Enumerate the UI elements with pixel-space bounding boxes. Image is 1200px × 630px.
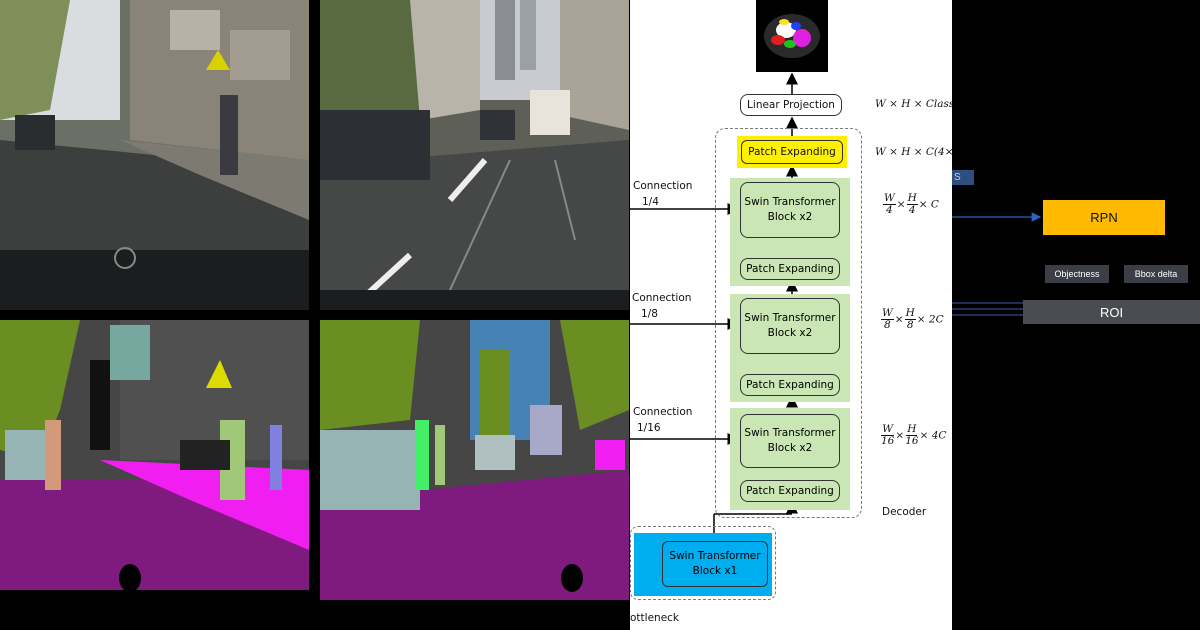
swin-block-line2: Block x1 <box>692 565 738 577</box>
connection-label-2-line2: 1/8 <box>641 308 658 320</box>
connection-label-1: Connection 1/4 <box>633 178 692 210</box>
dim-stage-1-c: × C <box>918 198 939 211</box>
street-photo-left <box>0 0 309 310</box>
connection-label-2: Connection 1/8 <box>632 290 691 322</box>
times: × <box>894 313 904 326</box>
patch-expanding-4x-box: Patch Expanding <box>737 136 847 168</box>
bbox-delta-box: Bbox delta <box>1124 265 1188 283</box>
linear-projection-box: Linear Projection <box>740 94 842 116</box>
bottleneck-outline <box>630 526 776 600</box>
cropped-label-tag: S <box>952 170 974 185</box>
swin-block-line1: Swin Transformer <box>744 312 836 324</box>
dim-stage-1-hd: 4 <box>908 204 916 216</box>
segmentation-map-left <box>0 320 309 630</box>
connection-label-3-line2: 1/16 <box>637 422 661 434</box>
connection-label-1-line2: 1/4 <box>642 196 659 208</box>
dim-stage-2-c: × 2C <box>916 313 944 326</box>
dim-stage-3-w: W <box>881 423 895 436</box>
swin-unet-decoder-diagram: Linear Projection Patch Expanding Swin T… <box>630 0 952 630</box>
times: × <box>895 429 905 442</box>
swin-block-line2: Block x2 <box>767 211 813 223</box>
pipeline-lines <box>952 212 1042 316</box>
swin-block-line1: Swin Transformer <box>669 550 761 562</box>
swin-block-line2: Block x2 <box>767 442 813 454</box>
patch-expanding-stage-2: Patch Expanding <box>740 374 840 396</box>
connection-label-3: Connection 1/16 <box>633 404 692 436</box>
connection-label-3-line1: Connection <box>633 406 693 418</box>
segmentation-map-right <box>320 320 629 630</box>
roi-box: ROI <box>1023 300 1200 324</box>
dim-stage-2-wd: 8 <box>884 319 891 331</box>
dim-class: W × H × Class <box>875 98 952 110</box>
decoder-label: Decoder <box>882 506 927 518</box>
connection-label-2-line1: Connection <box>632 292 692 304</box>
bottleneck-label: ottleneck <box>630 612 680 624</box>
rpn-box: RPN <box>1043 200 1165 235</box>
patch-expanding-stage-3: Patch Expanding <box>740 480 840 502</box>
times: × <box>896 198 906 211</box>
swin-block-line2: Block x2 <box>767 327 813 339</box>
dim-c4: W × H × C(4×) <box>875 146 952 158</box>
objectness-box: Objectness <box>1045 265 1109 283</box>
patch-expanding-4x-label: Patch Expanding <box>741 140 843 164</box>
output-segmentation-thumbnail <box>756 0 828 72</box>
dim-stage-3-hd: 16 <box>905 435 919 447</box>
street-photo-right <box>320 0 629 310</box>
dim-stage-1-w: W <box>883 192 896 205</box>
dim-stage-2-h: H <box>904 307 916 320</box>
dim-stage-3-wd: 16 <box>881 435 895 447</box>
swin-block-line1: Swin Transformer <box>744 196 836 208</box>
connection-label-1-line1: Connection <box>633 180 693 192</box>
dim-stage-2-w: W <box>881 307 894 320</box>
dim-stage-3-c: × 4C <box>919 429 947 442</box>
patch-expanding-stage-1: Patch Expanding <box>740 258 840 280</box>
dim-stage-3-h: H <box>906 423 918 436</box>
decoder-outline <box>715 128 862 518</box>
dim-stage-1-h: H <box>906 192 918 205</box>
dim-stage-1-wd: 4 <box>886 204 893 216</box>
dim-stage-2-hd: 8 <box>906 319 914 331</box>
swin-block-line1: Swin Transformer <box>744 427 836 439</box>
